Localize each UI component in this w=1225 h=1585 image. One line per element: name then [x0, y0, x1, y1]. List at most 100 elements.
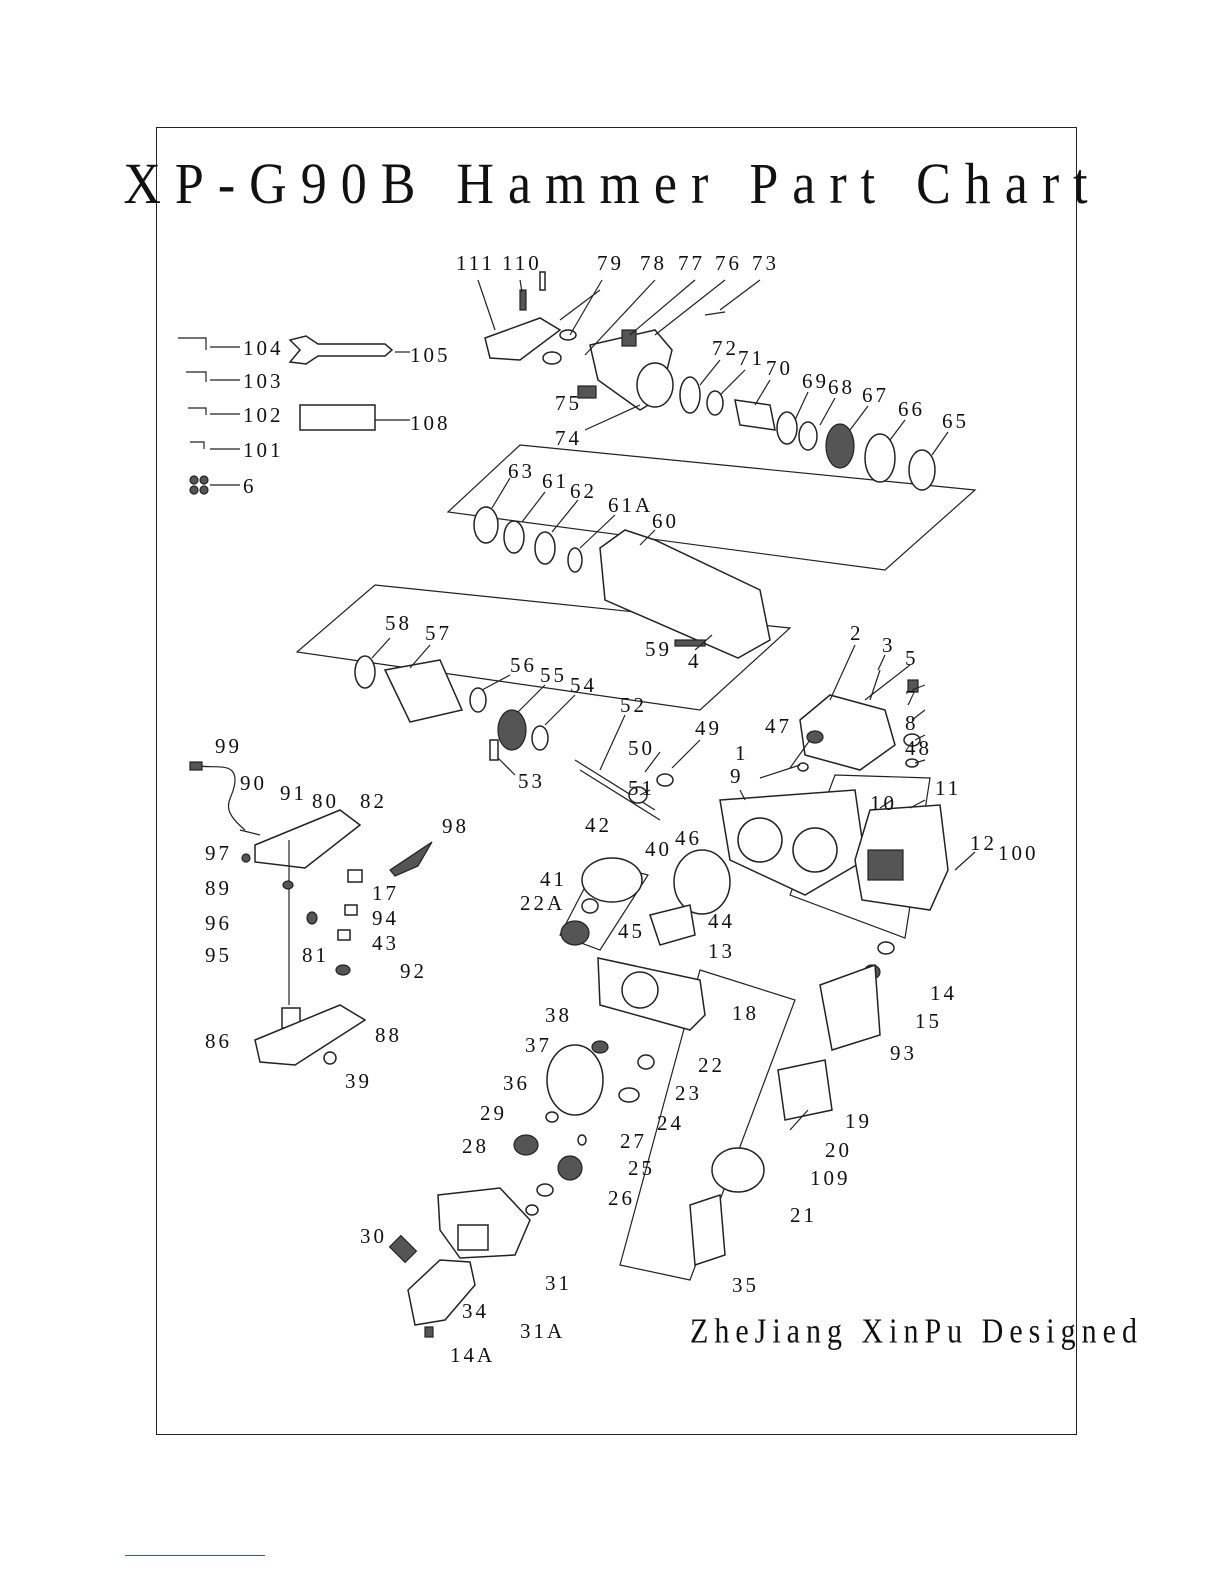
part-label-78: 78 — [640, 251, 667, 275]
hex-key-102-icon — [188, 407, 207, 415]
part-label-3: 3 — [882, 633, 896, 657]
part-label-71: 71 — [738, 346, 765, 370]
part-label-81: 81 — [302, 943, 329, 967]
part-label-20: 20 — [825, 1138, 852, 1162]
part-label-92: 92 — [400, 959, 427, 983]
small-parts-5-8-icon — [797, 669, 921, 772]
part-label-14A: 14A — [450, 1343, 495, 1367]
part-label-88: 88 — [375, 1023, 402, 1047]
socket-108-icon — [299, 404, 376, 431]
leader-lines — [371, 279, 976, 871]
part-label-30: 30 — [360, 1224, 387, 1248]
part-label-95: 95 — [205, 943, 232, 967]
piston-group-icon — [354, 655, 674, 821]
o-rings-upper-icon — [679, 376, 936, 491]
part-label-57: 57 — [425, 621, 452, 645]
chart-border — [156, 127, 1077, 1435]
part-label-63: 63 — [508, 459, 535, 483]
designer-credit: ZheJiang XinPu Designed — [690, 1312, 1143, 1351]
part-label-76: 76 — [715, 251, 742, 275]
part-label-31A: 31A — [520, 1319, 565, 1343]
part-label-80: 80 — [312, 789, 339, 813]
group-outline-sleeve — [446, 444, 977, 571]
part-label-62: 62 — [570, 479, 597, 503]
part-label-108: 108 — [410, 411, 451, 435]
part-label-46: 46 — [675, 826, 702, 850]
part-label-45: 45 — [618, 919, 645, 943]
part-label-11: 11 — [935, 776, 961, 800]
footer-rule — [125, 1555, 265, 1556]
part-label-51: 51 — [628, 776, 655, 800]
part-label-91: 91 — [280, 781, 307, 805]
part-label-97: 97 — [205, 841, 232, 865]
part-label-105: 105 — [410, 343, 451, 367]
part-label-61: 61 — [542, 469, 569, 493]
group-outline-motor — [619, 969, 796, 1281]
part-label-55: 55 — [540, 663, 567, 687]
part-label-41: 41 — [540, 867, 567, 891]
latch-assembly-icon — [484, 271, 726, 411]
part-label-72: 72 — [712, 336, 739, 360]
part-label-39: 39 — [345, 1069, 372, 1093]
part-label-67: 67 — [862, 383, 889, 407]
part-label-25: 25 — [628, 1156, 655, 1180]
part-label-70: 70 — [766, 356, 793, 380]
brush-holder-6-icon — [189, 475, 209, 495]
part-label-2: 2 — [850, 621, 864, 645]
part-label-5: 5 — [905, 646, 919, 670]
switch-assembly-icon — [189, 761, 433, 1066]
hex-key-101-icon — [190, 441, 205, 449]
part-label-26: 26 — [608, 1186, 635, 1210]
part-label-50: 50 — [628, 736, 655, 760]
part-label-59: 59 — [645, 637, 672, 661]
part-label-110: 110 — [502, 251, 542, 275]
part-label-22: 22 — [698, 1053, 725, 1077]
part-label-37: 37 — [525, 1033, 552, 1057]
part-label-31: 31 — [545, 1271, 572, 1295]
part-label-93: 93 — [890, 1041, 917, 1065]
part-label-82: 82 — [360, 789, 387, 813]
part-label-86: 86 — [205, 1029, 232, 1053]
part-label-99: 99 — [215, 734, 242, 758]
part-label-102: 102 — [243, 403, 284, 427]
part-label-12: 12 — [970, 831, 997, 855]
part-label-101: 101 — [243, 438, 284, 462]
part-label-17: 17 — [372, 881, 399, 905]
part-label-73: 73 — [752, 251, 779, 275]
part-label-109: 109 — [810, 1166, 851, 1190]
part-label-65: 65 — [942, 409, 969, 433]
part-label-56: 56 — [510, 653, 537, 677]
part-label-98: 98 — [442, 814, 469, 838]
part-label-103: 103 — [243, 369, 284, 393]
part-label-28: 28 — [462, 1134, 489, 1158]
part-label-34: 34 — [462, 1299, 489, 1323]
part-label-10: 10 — [870, 791, 897, 815]
part-label-49: 49 — [695, 716, 722, 740]
part-label-23: 23 — [675, 1081, 702, 1105]
handle-31-icon — [388, 1234, 476, 1338]
part-label-43: 43 — [372, 931, 399, 955]
part-label-68: 68 — [828, 375, 855, 399]
part-label-89: 89 — [205, 876, 232, 900]
part-label-44: 44 — [708, 909, 735, 933]
part-label-38: 38 — [545, 1003, 572, 1027]
cover-2-icon — [799, 694, 896, 771]
part-label-48: 48 — [905, 736, 932, 760]
part-label-94: 94 — [372, 906, 399, 930]
part-label-35: 35 — [732, 1273, 759, 1297]
part-label-61A: 61A — [608, 493, 653, 517]
part-label-9: 9 — [730, 764, 744, 788]
part-label-42: 42 — [585, 813, 612, 837]
part-label-74: 74 — [555, 426, 582, 450]
part-label-7: 7 — [905, 686, 919, 710]
part-label-104: 104 — [243, 336, 284, 360]
chart-title: XP-G90B Hammer Part Chart — [123, 152, 1102, 217]
wrench-105-icon — [288, 335, 394, 365]
part-label-21: 21 — [790, 1203, 817, 1227]
part-label-90: 90 — [240, 771, 267, 795]
part-label-54: 54 — [570, 673, 597, 697]
part-label-111: 111 — [456, 251, 495, 275]
gear-group-icon — [560, 849, 731, 946]
